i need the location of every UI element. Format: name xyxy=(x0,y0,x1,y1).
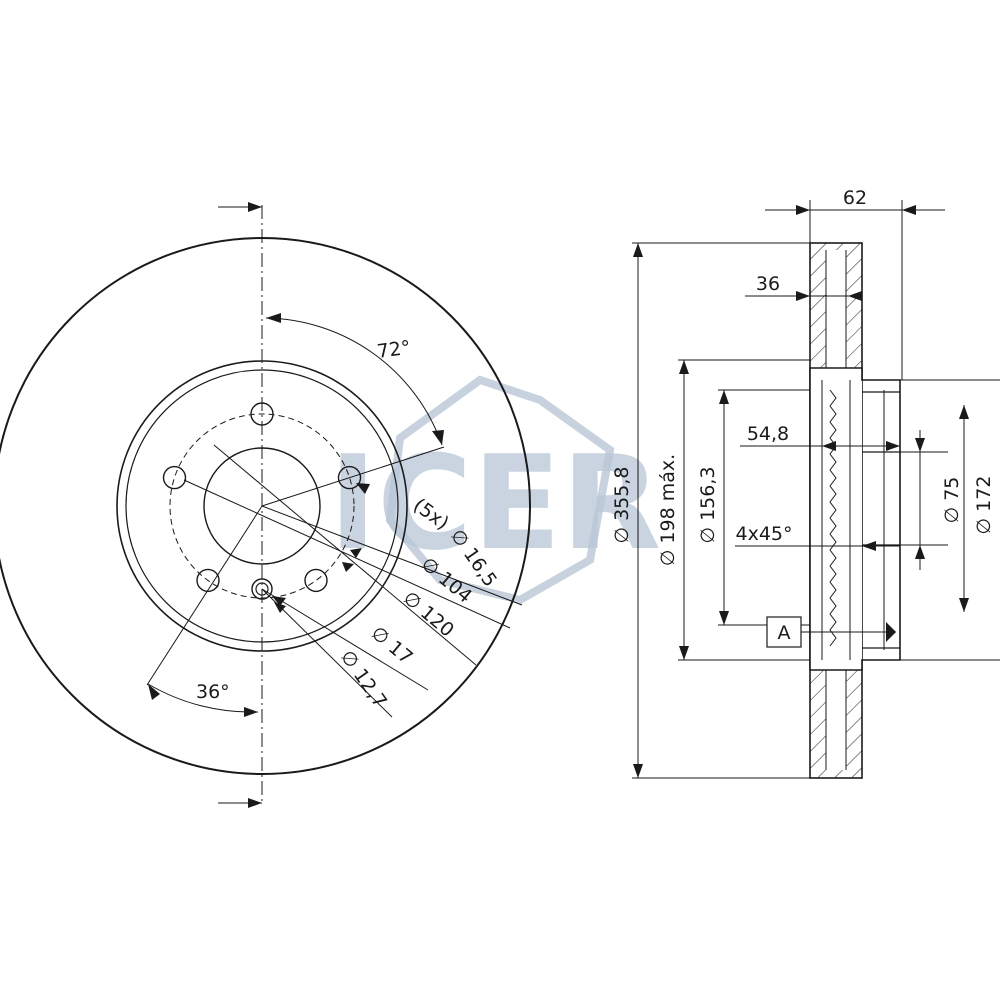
leader-dia-17-arrow xyxy=(272,596,286,606)
dim-156-arrow-top xyxy=(719,390,729,404)
dim-62-arrow-left xyxy=(796,205,810,215)
dim-172-arrow-bottom xyxy=(959,598,969,612)
leader-center-bore-arrow xyxy=(350,548,362,558)
angle-72-arc xyxy=(265,317,443,446)
disc-width-label: 36 xyxy=(756,273,780,295)
leader-bolt-hole xyxy=(261,505,523,606)
hat-region-mask xyxy=(810,368,862,670)
datum-label: A xyxy=(778,622,791,644)
watermark-logo: ICER xyxy=(329,375,662,605)
outer-dia-label: ∅ 355,8 xyxy=(611,467,633,544)
section-arrow-bottom xyxy=(248,798,262,808)
bolt-hole xyxy=(196,568,220,593)
leader-dia-12-7-arrow xyxy=(274,602,286,613)
dia-12-7-label: ∅ 12,7 xyxy=(336,646,391,712)
dim-54-8-arrow-left xyxy=(822,441,836,451)
leader-dia-12-7 xyxy=(261,588,393,718)
dim-198-arrow-top xyxy=(679,360,689,374)
hub-172-label: ∅ 172 xyxy=(973,476,995,535)
leader-center-bore xyxy=(183,479,511,629)
vent-slot-lower xyxy=(826,650,846,770)
dim-62-arrow-right xyxy=(902,205,916,215)
leader-bolt-hole-arrow xyxy=(356,483,370,494)
angle-36-ref-line xyxy=(146,505,263,686)
friction-dia-label: ∅ 198 máx. xyxy=(657,454,679,566)
bolt-hole xyxy=(162,465,187,490)
dim-156-arrow-bottom xyxy=(719,611,729,625)
thickness-label: 62 xyxy=(843,187,867,209)
leader-pcd-arrow xyxy=(342,562,354,572)
angle-36-arrow-end xyxy=(244,707,258,717)
dim-36-arrow-right xyxy=(848,291,862,301)
hat-depth-label: 54,8 xyxy=(747,423,789,445)
section-arrow-top xyxy=(248,202,262,212)
angle-72-arrow-end xyxy=(432,430,444,445)
chamfer-arrow xyxy=(862,541,876,551)
angle-72-label: 72° xyxy=(376,336,412,362)
bolt-hole xyxy=(337,465,362,490)
hub-dia-label: ∅ 156,3 xyxy=(697,467,719,544)
watermark-text: ICER xyxy=(329,427,662,579)
dim-54-8-arrow-right xyxy=(886,441,900,451)
datum-triangle xyxy=(886,622,896,642)
vent-slot-upper xyxy=(826,250,846,370)
bolt-hole xyxy=(304,568,328,593)
dim-75-arrow-bottom xyxy=(915,545,925,559)
dia-17-label: ∅ 17 xyxy=(367,622,417,669)
angle-72-ref-line xyxy=(261,446,445,507)
angle-36-arrow-start xyxy=(148,684,160,700)
bore-75-label: ∅ 75 xyxy=(941,477,963,524)
dim-75-arrow-top xyxy=(915,438,925,452)
dim-172-arrow-top xyxy=(959,405,969,419)
dim-355-arrow-bottom xyxy=(633,764,643,778)
dim-36-arrow-left xyxy=(796,291,810,301)
watermark-outline-shape xyxy=(385,375,615,605)
serrated-edge xyxy=(829,389,837,647)
angle-72-arrow-start xyxy=(266,313,281,323)
chamfer-label: 4x45° xyxy=(735,523,792,545)
leader-pcd xyxy=(213,444,477,666)
dim-355-arrow-top xyxy=(633,243,643,257)
side-view: 62 36 ∅ 355,8 ∅ 198 máx. ∅ 156,3 54,8 xyxy=(611,187,1000,779)
dim-198-arrow-bottom xyxy=(679,646,689,660)
angle-36-label: 36° xyxy=(196,681,230,703)
leader-dia-17 xyxy=(261,588,429,691)
